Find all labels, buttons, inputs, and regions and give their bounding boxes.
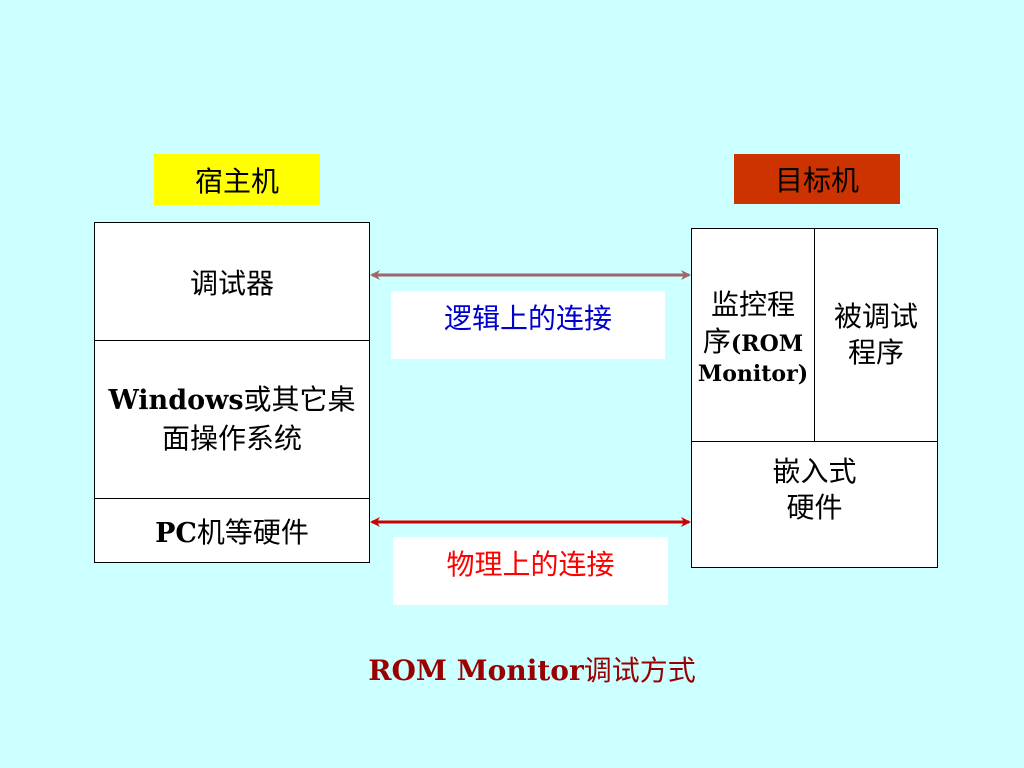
target-monitor-cell: 监控程 序(ROM Monitor) (692, 229, 815, 442)
target-monitor-line1: 监控程 (710, 288, 795, 322)
target-hw-line1: 嵌入式 (772, 455, 857, 488)
target-program-line2: 程序 (847, 336, 904, 369)
target-monitor-line2-latin: (ROM (730, 330, 804, 357)
caption-latin: ROM Monitor (368, 654, 584, 687)
logical-connection-label: 逻辑上的连接 (391, 291, 665, 359)
host-debugger-text: 调试器 (189, 266, 274, 300)
target-program-line1: 被调试 (833, 299, 918, 333)
host-os-cell: Windows或其它桌 面操作系统 (95, 341, 369, 499)
logical-connection-text: 逻辑上的连接 (443, 302, 612, 335)
target-machine-label: 目标机 (734, 154, 900, 204)
target-monitor-line2-cjk: 序 (702, 324, 731, 358)
target-hw-line2: 硬件 (786, 491, 843, 525)
host-os-latin: Windows (108, 385, 244, 417)
host-hardware-cell: PC机等硬件 (95, 499, 369, 563)
target-program-cell: 被调试 程序 (815, 229, 937, 442)
host-hw-rest: 机等硬件 (196, 516, 309, 549)
diagram-caption: ROM Monitor调试方式 (262, 648, 802, 690)
physical-connection-label: 物理上的连接 (393, 537, 668, 605)
caption-cjk: 调试方式 (583, 654, 696, 687)
target-hardware-cell: 嵌入式 硬件 (692, 442, 937, 567)
host-debugger-cell: 调试器 (95, 223, 369, 341)
host-hw-latin: PC (155, 518, 197, 549)
host-os-line1-rest: 或其它桌 (243, 383, 356, 417)
target-machine-label-text: 目标机 (774, 164, 859, 197)
host-machine-label-text: 宿主机 (194, 164, 279, 198)
host-os-line2: 面操作系统 (161, 421, 302, 455)
target-machine-box: 监控程 序(ROM Monitor) 被调试 程序 嵌入式 硬件 (691, 228, 938, 568)
host-machine-label: 宿主机 (154, 154, 320, 205)
host-machine-box: 调试器 Windows或其它桌 面操作系统 PC机等硬件 (94, 222, 370, 563)
physical-connection-text: 物理上的连接 (446, 548, 615, 581)
target-monitor-line3: Monitor) (697, 361, 809, 388)
